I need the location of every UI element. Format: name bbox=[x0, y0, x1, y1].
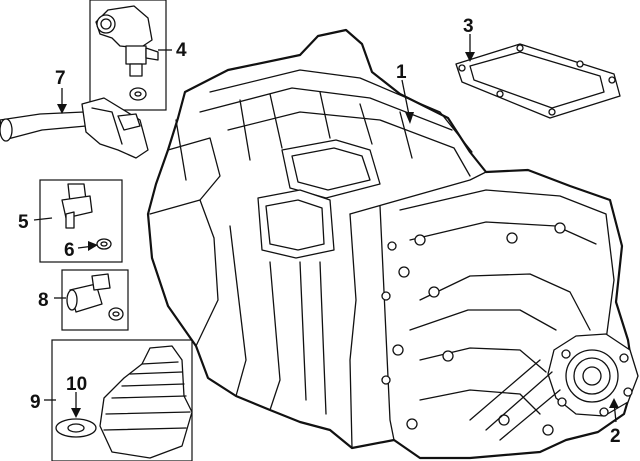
callout-7: 7 bbox=[55, 68, 66, 89]
callout-8: 8 bbox=[38, 290, 49, 311]
callout-5: 5 bbox=[18, 212, 29, 233]
part-8-group bbox=[61, 269, 129, 331]
callout-4: 4 bbox=[176, 40, 187, 61]
leader-lines bbox=[33, 34, 619, 423]
callout-6: 6 bbox=[64, 240, 75, 261]
callout-9: 9 bbox=[30, 392, 41, 413]
callout-2: 2 bbox=[610, 426, 621, 447]
transmission-housing bbox=[146, 28, 639, 460]
callout-1: 1 bbox=[396, 62, 407, 83]
part-4-group bbox=[89, 0, 167, 111]
part-5-group bbox=[39, 179, 123, 263]
part-7-hose bbox=[0, 97, 149, 159]
part-9-group bbox=[51, 339, 193, 461]
callout-3: 3 bbox=[463, 16, 474, 37]
cover-plate bbox=[455, 43, 621, 119]
callout-10: 10 bbox=[66, 374, 87, 395]
